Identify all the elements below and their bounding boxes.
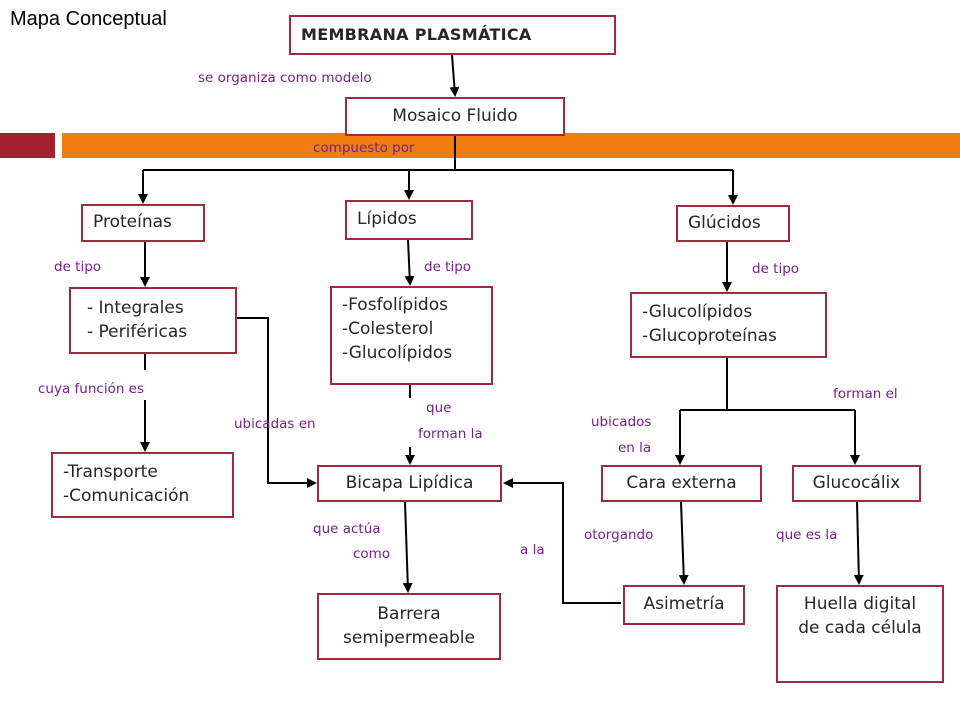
node-integrales-text: - Integrales - Periféricas — [87, 297, 188, 342]
header-bar-orange — [62, 133, 960, 158]
link-forman-la: forman la — [418, 426, 483, 442]
node-glucidos: Glúcidos — [676, 205, 790, 242]
node-glucolipidos: -Glucolípidos -Glucoproteínas — [630, 292, 827, 358]
node-transporte-text: -Transporte -Comunicación — [63, 462, 190, 506]
node-integrales-perifericas: - Integrales - Periféricas — [69, 287, 237, 354]
link-de-tipo-glucidos: de tipo — [752, 261, 800, 277]
link-que: que — [426, 400, 452, 416]
node-mosaico-fluido: Mosaico Fluido — [345, 97, 565, 136]
node-asimetria: Asimetría — [623, 585, 745, 625]
node-fosfolipidos: -Fosfolípidos -Colesterol -Glucolípidos — [330, 286, 493, 385]
link-se-organiza: se organiza como modelo — [198, 70, 372, 86]
node-cara-externa: Cara externa — [601, 465, 762, 502]
edge-integrales-bicapa — [237, 317, 317, 488]
edge-asimetria-bicapa — [503, 478, 621, 604]
node-barrera-text: Barrera semipermeable — [343, 603, 475, 648]
edge-lipidos-fosfolipidos — [404, 239, 415, 286]
link-otorgando: otorgando — [584, 527, 654, 543]
node-bicapa-lipidica: Bicapa Lipídica — [317, 465, 502, 502]
link-de-tipo-proteinas: de tipo — [54, 259, 102, 275]
edge-bicapa-barrera — [402, 501, 413, 593]
page-title: Mapa Conceptual — [10, 8, 167, 30]
link-cuya-funcion: cuya función es — [38, 381, 145, 397]
link-ubicados: ubicados — [591, 414, 652, 430]
link-a-la: a la — [520, 542, 545, 558]
link-compuesto-por: compuesto por — [313, 140, 415, 156]
header-bar-red — [0, 133, 55, 158]
link-forman-el: forman el — [833, 386, 898, 402]
node-transporte-comunicacion: -Transporte -Comunicación — [51, 452, 234, 518]
edge-glucocalix-huella — [853, 501, 864, 585]
link-como: como — [353, 546, 391, 562]
node-glucocalix: Glucocálix — [792, 465, 921, 502]
edge-membrana-mosaico — [449, 54, 460, 97]
link-en-la: en la — [618, 440, 652, 456]
node-huella-text: Huella digital de cada célula — [798, 594, 922, 638]
link-que-actua: que actúa — [313, 521, 381, 537]
link-ubicadas-en: ubicadas en — [234, 416, 316, 432]
node-glucolipidos-text: -Glucolípidos -Glucoproteínas — [642, 302, 777, 346]
node-membrana-plasmatica: MEMBRANA PLASMÁTICA — [289, 15, 616, 55]
node-lipidos: Lípidos — [345, 200, 473, 240]
link-de-tipo-lipidos: de tipo — [424, 259, 472, 275]
node-fosfolipidos-text: -Fosfolípidos -Colesterol -Glucolípidos — [342, 295, 453, 363]
edge-cara-asimetria — [678, 501, 689, 585]
link-que-es-la: que es la — [776, 527, 838, 543]
node-huella-digital: Huella digital de cada célula — [776, 585, 944, 683]
node-barrera-semipermeable: Barrera semipermeable — [317, 593, 501, 660]
node-proteinas: Proteínas — [81, 204, 205, 242]
